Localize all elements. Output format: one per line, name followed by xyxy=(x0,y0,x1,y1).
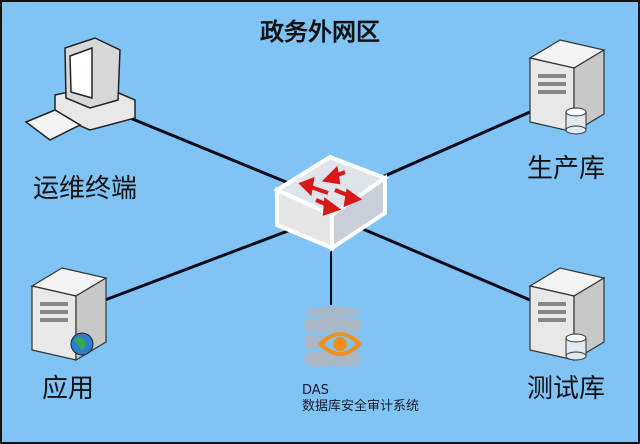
test-db-label: 测试库 xyxy=(526,374,606,404)
database-icon xyxy=(565,333,587,361)
database-icon xyxy=(565,107,587,135)
workstation-icon xyxy=(24,37,136,141)
das-system-label: 数据库安全审计系统 xyxy=(302,399,420,414)
switch-icon xyxy=(272,154,390,252)
zone-title: 政务外网区 xyxy=(260,18,380,46)
globe-icon xyxy=(70,332,94,356)
ops-terminal-label: 运维终端 xyxy=(32,174,138,204)
prod-db-label: 生产库 xyxy=(526,154,606,184)
app-server-icon xyxy=(31,267,107,361)
das-database-eye-icon xyxy=(305,307,362,366)
app-label: 应用 xyxy=(41,374,95,404)
das-abbr-label: DAS xyxy=(302,383,329,398)
